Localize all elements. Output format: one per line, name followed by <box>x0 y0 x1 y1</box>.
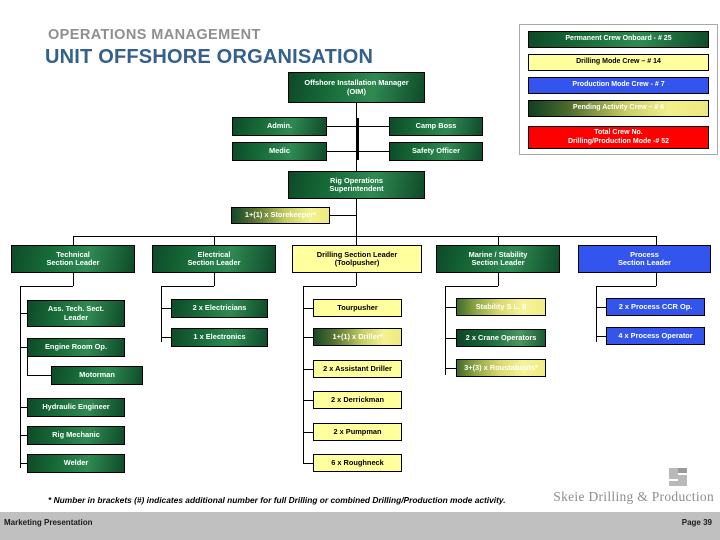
node-engine-room-operator[interactable]: Engine Room Op. <box>27 338 125 357</box>
node-camp-boss[interactable]: Camp Boss <box>389 117 483 136</box>
node-stability-section-leader-ii[interactable]: Stability S L. II <box>456 298 546 316</box>
legend-item-permanent-crew: Permanent Crew Onboard - # 25 <box>528 31 709 48</box>
connector-drop-process <box>656 236 657 245</box>
connector-drilling-down <box>356 272 357 286</box>
connector-engine-motorman-v <box>27 347 28 375</box>
node-assistant-technical-section-leader[interactable]: Ass. Tech. Sect. Leader <box>27 300 125 327</box>
node-medic[interactable]: Medic <box>232 142 327 161</box>
connector-oim-trunk-thick <box>356 118 359 160</box>
connector-technical-stub-engine <box>20 347 27 348</box>
node-roughneck[interactable]: 6 x Roughneck <box>313 454 402 472</box>
page-subtitle: OPERATIONS MANAGEMENT <box>48 27 261 43</box>
connector-marine-down <box>498 272 499 286</box>
connector-technical-spine <box>20 286 21 468</box>
legend-item-drilling-mode-crew: Drilling Mode Crew – # 14 <box>528 54 709 71</box>
page-title: UNIT OFFSHORE ORGANISATION <box>45 46 374 68</box>
node-tourpusher[interactable]: Tourpusher <box>313 299 402 317</box>
connector-technical-stub-welder <box>20 463 27 464</box>
status-bar <box>0 512 720 540</box>
node-welder[interactable]: Welder <box>27 454 125 473</box>
connector-storekeeper <box>330 215 357 216</box>
connector-drop-electrical <box>214 236 215 245</box>
legend-panel: Permanent Crew Onboard - # 25 Drilling M… <box>519 24 718 155</box>
connector-process-spine-top <box>596 286 656 287</box>
legend-item-pending-activity-crew: Pending Activity Crew – # 6 <box>528 100 709 117</box>
node-electricians[interactable]: 2 x Electricians <box>171 299 268 318</box>
legend-item-total-crew: Total Crew No. Drilling/Production Mode … <box>528 126 709 149</box>
connector-section-bus <box>73 236 657 237</box>
connector-drilling-stub-assdriller <box>303 369 313 370</box>
connector-marine-stub-crane <box>445 338 456 339</box>
connector-electrical-stub-electricians <box>161 308 171 309</box>
connector-technical-down <box>73 272 74 286</box>
connector-drilling-stub-derrickman <box>303 400 313 401</box>
connector-process-stub-operator <box>596 336 606 337</box>
node-electronics[interactable]: 1 x Electronics <box>171 328 268 347</box>
connector-drop-drilling <box>356 236 357 245</box>
company-brand-name: Skeie Drilling & Production <box>553 489 714 504</box>
connector-drilling-stub-roughneck <box>303 463 313 464</box>
legend-item-production-mode-crew: Production Mode Crew - # 7 <box>528 77 709 94</box>
connector-technical-stub-mechanic <box>20 435 27 436</box>
node-rig-operations-superintendent[interactable]: Rig Operations Superintendent <box>288 171 425 199</box>
node-process-operators[interactable]: 4 x Process Operator <box>606 327 705 345</box>
connector-drilling-spine <box>303 286 304 463</box>
node-process-section-leader[interactable]: Process Section Leader <box>578 245 711 273</box>
connector-electrical-spine-top <box>161 286 214 287</box>
connector-rigops-down <box>356 199 357 236</box>
footnote-text: * Number in brackets (#) indicates addit… <box>48 495 506 505</box>
connector-drop-marine <box>498 236 499 245</box>
connector-electrical-stub-electronics <box>161 337 171 338</box>
connector-technical-stub-hydraulic <box>20 407 27 408</box>
node-crane-operators[interactable]: 2 x Crane Operators <box>456 329 546 347</box>
connector-marine-stub-stability <box>445 307 456 308</box>
connector-drop-technical <box>73 236 74 245</box>
node-process-ccr-operators[interactable]: 2 x Process CCR Op. <box>606 298 705 316</box>
connector-medic <box>327 151 357 152</box>
connector-electrical-spine <box>161 286 162 342</box>
connector-technical-stub-ass <box>20 313 27 314</box>
connector-drilling-stub-driller <box>303 337 313 338</box>
node-drilling-section-leader[interactable]: Drilling Section Leader (Toolpusher) <box>292 245 422 273</box>
node-rig-mechanic[interactable]: Rig Mechanic <box>27 426 125 445</box>
node-pumpman[interactable]: 2 x Pumpman <box>313 423 402 441</box>
page-number: Page 39 <box>681 518 712 527</box>
node-driller[interactable]: 1+(1) x Driller* <box>313 328 402 346</box>
node-assistant-driller[interactable]: 2 x Assistant Driller <box>313 360 402 378</box>
status-bar-label: Marketing Presentation <box>4 518 93 527</box>
connector-process-down <box>656 272 657 286</box>
node-derrickman[interactable]: 2 x Derrickman <box>313 391 402 409</box>
node-motorman[interactable]: Motorman <box>51 366 143 385</box>
connector-process-spine <box>596 286 597 342</box>
company-logo-icon <box>669 468 687 486</box>
node-safety-officer[interactable]: Safety Officer <box>389 142 483 161</box>
connector-campboss <box>356 126 390 127</box>
connector-technical-spine-top <box>20 286 73 287</box>
connector-admin <box>327 126 357 127</box>
node-electrical-section-leader[interactable]: Electrical Section Leader <box>152 245 276 273</box>
connector-marine-stub-roustabouts <box>445 368 456 369</box>
node-storekeeper[interactable]: 1+(1) x Storekeeper* <box>231 207 330 224</box>
connector-drilling-stub-pumpman <box>303 432 313 433</box>
connector-process-stub-ccr <box>596 307 606 308</box>
node-admin[interactable]: Admin. <box>232 117 327 136</box>
node-offshore-installation-manager[interactable]: Offshore Installation Manager (OIM) <box>288 72 425 103</box>
connector-safety <box>356 151 390 152</box>
connector-drilling-spine-top <box>303 286 356 287</box>
node-technical-section-leader[interactable]: Technical Section Leader <box>11 245 135 273</box>
connector-marine-spine <box>445 286 446 375</box>
connector-engine-motorman-h <box>27 375 51 376</box>
connector-drilling-stub-tourpusher <box>303 308 313 309</box>
node-roustabouts[interactable]: 3+(3) x Roustabouts* <box>456 359 546 377</box>
node-marine-stability-section-leader[interactable]: Marine / Stability Section Leader <box>436 245 560 273</box>
node-hydraulic-engineer[interactable]: Hydraulic Engineer <box>27 398 125 417</box>
connector-electrical-down <box>214 272 215 286</box>
connector-marine-spine-top <box>445 286 498 287</box>
